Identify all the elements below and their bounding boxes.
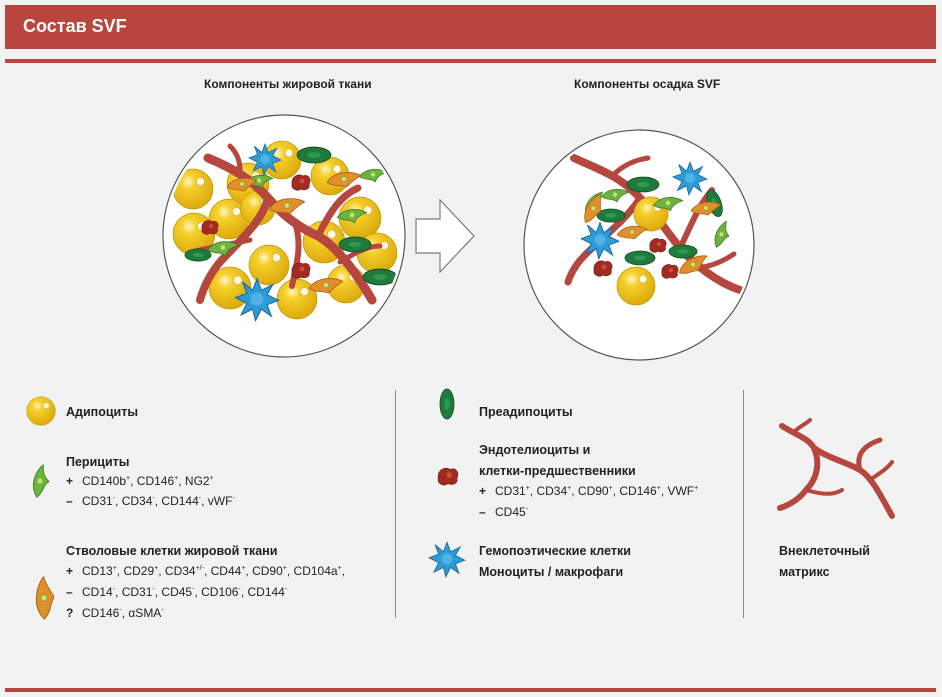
marker-expression: +	[525, 485, 530, 492]
marker-name: , CD104a	[286, 564, 338, 578]
marker-name: , CD144	[240, 585, 285, 599]
marker-expression: +	[337, 565, 342, 572]
marker-sign: –	[479, 505, 486, 519]
marker-name: , CD34	[529, 484, 568, 498]
top-rule	[5, 59, 936, 63]
marker-sign: –	[66, 585, 73, 599]
adipose-tissue-circle	[162, 114, 406, 358]
marker-name: , VWF	[660, 484, 695, 498]
marker-sign: +	[66, 474, 74, 488]
endothelial-cell-icon	[437, 467, 459, 486]
endothelial-negative-markers: –CD45-	[479, 505, 528, 519]
pericytes-label: Перициты	[66, 455, 130, 469]
marker-name: , CD45	[154, 585, 193, 599]
marker-expression: -	[119, 607, 122, 614]
marker-name: , αSMA	[121, 606, 162, 620]
marker-name: CD31	[495, 484, 526, 498]
legend-divider-1	[395, 390, 396, 618]
marker-expression: -	[525, 506, 529, 513]
adipocytes-label: Адипоциты	[66, 405, 138, 419]
svf-pellet-circle	[523, 129, 755, 361]
marker-expression: +	[282, 565, 287, 572]
marker-name: , CD29	[116, 564, 155, 578]
extracellular-matrix-icon	[777, 418, 895, 519]
adipocyte-icon	[26, 396, 56, 426]
ecm-label-line2: матрикс	[779, 565, 830, 579]
arrow-right-icon	[415, 198, 475, 274]
marker-expression: -	[198, 495, 202, 502]
stem-cell-icon	[32, 575, 58, 621]
marker-sign: +	[479, 484, 487, 498]
preadipocyte-icon	[439, 388, 455, 420]
hematopoietic-label-line2: Моноциты / макрофаги	[479, 565, 624, 579]
bottom-rule	[5, 688, 936, 692]
marker-expression: -	[112, 586, 116, 593]
stem-cells-positive-markers: +CD13+, CD29+, CD34+/-, CD44+, CD90+, CD…	[66, 564, 345, 578]
marker-expression: +	[656, 485, 661, 492]
marker-name: CD45	[495, 505, 526, 519]
marker-name: , vWF	[201, 494, 233, 508]
marker-expression: -	[112, 495, 116, 502]
stem-cells-label: Стволовые клетки жировой ткани	[66, 544, 278, 558]
header-bar: Состав SVF	[5, 5, 936, 49]
marker-name: , CD34	[158, 564, 196, 578]
marker-expression: -	[284, 586, 288, 593]
endothelial-label-line1: Эндотелиоциты и	[479, 443, 591, 457]
marker-expression: -	[152, 586, 155, 593]
marker-expression: -	[152, 495, 155, 502]
marker-name: , CD34	[115, 494, 153, 508]
marker-name: ,	[341, 564, 346, 578]
endothelial-label-line2: клетки-предшественники	[479, 464, 636, 478]
marker-sign: –	[66, 494, 73, 508]
marker-name: , NG2	[178, 474, 210, 488]
marker-expression: +	[112, 565, 117, 572]
marker-name: , CD106	[194, 585, 239, 599]
svf-pellet-title: Компоненты осадка SVF	[574, 77, 721, 91]
marker-name: , CD144	[154, 494, 199, 508]
marker-expression: -	[161, 607, 164, 614]
marker-name: , CD90	[245, 564, 283, 578]
adipose-tissue-title: Компоненты жировой ткани	[204, 77, 372, 91]
marker-expression: +/-	[195, 565, 204, 572]
marker-expression: -	[232, 495, 235, 502]
marker-expression: +	[209, 475, 214, 482]
marker-sign: +	[66, 564, 74, 578]
marker-name: , CD146	[130, 474, 175, 488]
marker-name: CD13	[82, 564, 113, 578]
endothelial-positive-markers: +CD31+, CD34+, CD90+, CD146+, VWF+	[479, 484, 698, 498]
marker-name: CD146	[82, 606, 120, 620]
marker-name: CD14	[82, 585, 113, 599]
page-title: Состав SVF	[23, 16, 127, 36]
legend-divider-2	[743, 390, 744, 618]
marker-name: CD31	[82, 494, 113, 508]
marker-name: , CD44	[203, 564, 242, 578]
pericytes-positive-markers: +CD140b+, CD146+, NG2+	[66, 474, 214, 488]
ecm-label-line1: Внеклеточный	[779, 544, 870, 558]
hematopoietic-label-line1: Гемопоэтические клетки	[479, 544, 631, 558]
pericyte-icon	[27, 462, 55, 500]
marker-expression: +	[608, 485, 613, 492]
marker-expression: +	[126, 475, 131, 482]
marker-expression: +	[694, 485, 699, 492]
marker-expression: +	[174, 475, 179, 482]
marker-sign: ?	[66, 606, 74, 620]
stem-cells-uncertain-markers: ?CD146-, αSMA-	[66, 606, 164, 620]
marker-expression: +	[154, 565, 159, 572]
marker-expression: -	[238, 586, 241, 593]
marker-name: CD140b	[82, 474, 127, 488]
marker-name: , CD146	[612, 484, 657, 498]
marker-name: , CD90	[571, 484, 609, 498]
marker-name: , CD31	[115, 585, 153, 599]
marker-expression: +	[567, 485, 572, 492]
hematopoietic-cell-icon	[428, 541, 466, 578]
pericytes-negative-markers: –CD31-, CD34-, CD144-, vWF-	[66, 494, 235, 508]
marker-expression: -	[192, 586, 195, 593]
stem-cells-negative-markers: –CD14-, CD31-, CD45-, CD106-, CD144-	[66, 585, 287, 599]
marker-expression: +	[241, 565, 246, 572]
preadipocytes-label: Преадипоциты	[479, 405, 573, 419]
